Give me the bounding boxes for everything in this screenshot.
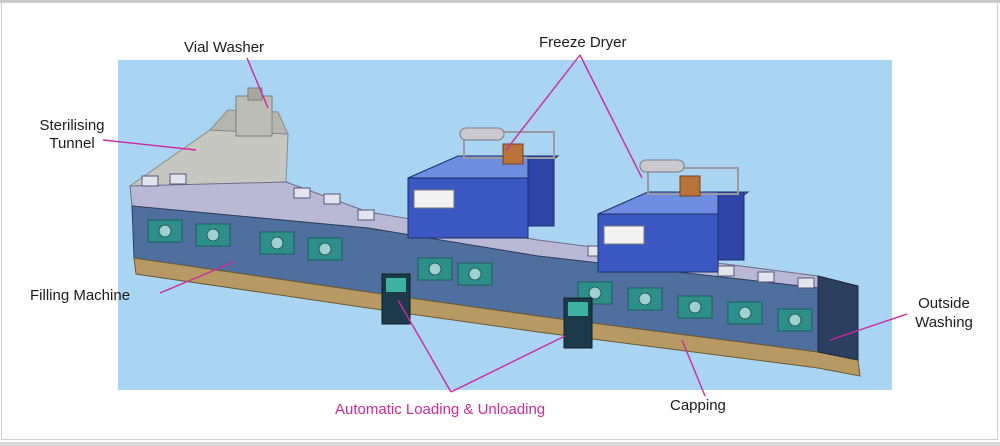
label-tunnel: Tunnel	[49, 135, 95, 152]
bottom-border	[0, 442, 1000, 446]
freeze-dryer-2	[597, 159, 750, 273]
top-border	[0, 0, 1000, 3]
callout-filling-machine	[159, 261, 235, 294]
label-freeze-dryer: Freeze Dryer	[539, 34, 627, 51]
callout-sterilising-tunnel	[102, 139, 197, 151]
callout-freeze-dryer-right	[579, 54, 643, 179]
label-automatic-loading-unloading: Automatic Loading & Unloading	[335, 401, 546, 418]
label-capping: Capping	[670, 397, 726, 414]
outside-washing-shape	[817, 275, 859, 361]
label-washing: Washing	[915, 314, 973, 331]
label-vial-washer: Vial Washer	[184, 39, 265, 56]
callout-loading-left	[397, 299, 452, 393]
callout-loading-right	[450, 335, 566, 393]
loading-terminal-2	[563, 297, 593, 349]
callout-freeze-dryer-left	[505, 54, 581, 151]
label-outside: Outside	[918, 295, 970, 312]
label-filling-machine: Filling Machine	[30, 287, 131, 304]
freeze-dryer-1	[407, 127, 560, 239]
glove-ports	[158, 224, 802, 327]
callout-capping	[681, 339, 706, 397]
label-sterilising: Sterilising	[39, 117, 105, 134]
line-base	[133, 257, 861, 377]
loading-terminal-1	[381, 273, 411, 325]
callout-outside-washing	[829, 313, 908, 341]
pharma-line-illustration	[128, 87, 861, 377]
plant-render	[118, 60, 892, 390]
callout-vial-washer	[246, 57, 269, 109]
slide-frame	[1, 2, 998, 440]
